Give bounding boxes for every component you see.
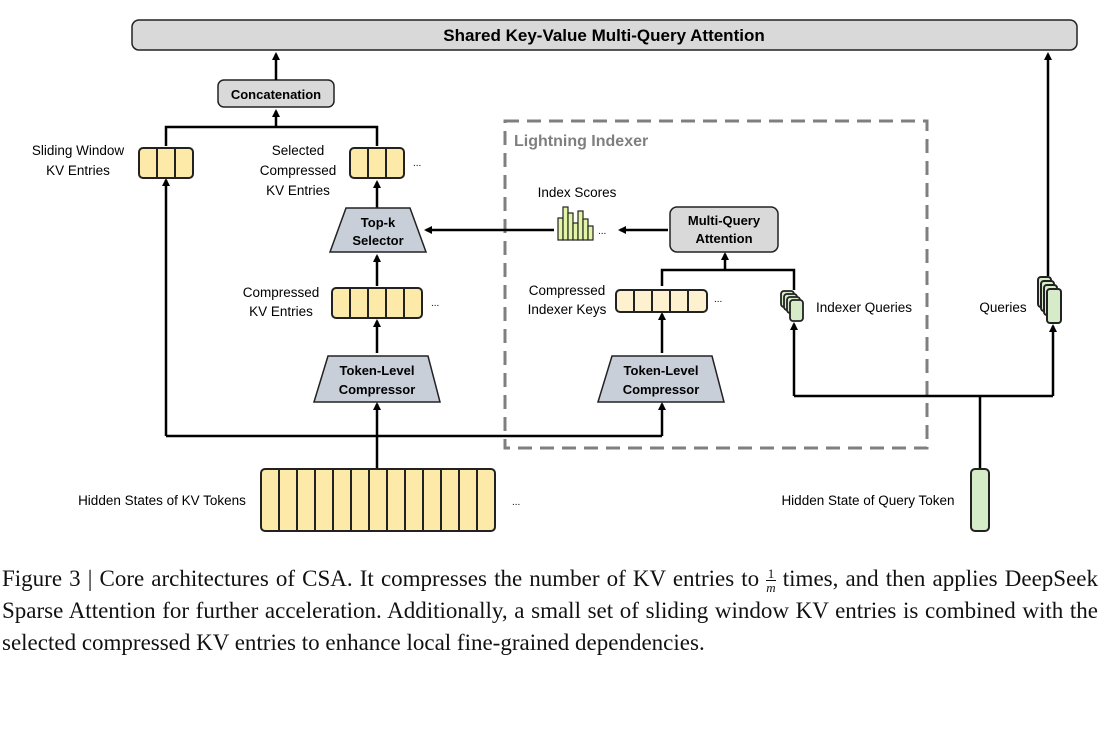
mqa-label-1: Multi-Query (688, 213, 761, 228)
indexer-queries-label: Indexer Queries (816, 300, 912, 315)
csa-architecture-diagram: Lightning Indexer Shared Key-Value Multi… (32, 19, 1078, 532)
selected-label-3: KV Entries (266, 183, 330, 198)
compressed-indexer-keys (615, 289, 708, 313)
sliding-window-kv-entries (138, 147, 194, 179)
indexer-token-compressor (596, 355, 725, 403)
indexer-keys-ellipsis: ... (714, 294, 722, 305)
sliding-window-label-2: KV Entries (46, 163, 110, 178)
compressed-kv-label-1: Compressed (243, 285, 320, 300)
hidden-state-query-label: Hidden State of Query Token (781, 493, 954, 508)
topk-label-2: Selector (352, 233, 403, 248)
topk-label-1: Top-k (361, 215, 396, 230)
topk-selector (328, 207, 428, 253)
caption-part-2: times, and then applies DeepSeek Sparse … (2, 566, 1098, 655)
queries-stack (1037, 276, 1062, 324)
kv-token-compressor (312, 355, 441, 403)
hidden-states-label: Hidden States of KV Tokens (78, 493, 246, 508)
fraction-denominator: m (766, 580, 776, 596)
index-scores-label: Index Scores (538, 185, 617, 200)
lightning-indexer-frame (503, 119, 929, 450)
kv-compressor-label-2: Compressor (339, 382, 416, 397)
indexer-queries-stack (780, 290, 804, 322)
selected-label-1: Selected (272, 143, 325, 158)
concatenation-label: Concatenation (231, 87, 321, 102)
index-scores-icon (557, 206, 594, 241)
selected-label-2: Compressed (260, 163, 337, 178)
shared-attention-box (131, 19, 1078, 51)
compressed-kv-ellipsis: ... (431, 298, 439, 309)
kv-compressor-label-1: Token-Level (340, 363, 415, 378)
indexer-compressor-label-2: Compressor (623, 382, 700, 397)
hidden-states-kv-tokens (260, 468, 496, 532)
indexer-keys-label-1: Compressed (529, 283, 606, 298)
compressed-kv-label-2: KV Entries (249, 304, 313, 319)
indexer-compressor-label-1: Token-Level (624, 363, 699, 378)
indexer-keys-label-2: Indexer Keys (528, 302, 607, 317)
fraction-numerator: 1 (766, 566, 776, 582)
selected-ellipsis: ... (413, 158, 421, 169)
hidden-state-query-token (970, 468, 990, 532)
sliding-window-label-1: Sliding Window (32, 143, 125, 158)
caption-part-1: Figure 3 | Core architectures of CSA. It… (2, 566, 767, 591)
queries-label: Queries (979, 300, 1027, 315)
compressed-kv-entries (331, 287, 423, 319)
selected-compressed-kv-entries (349, 147, 405, 179)
lightning-indexer-label: Lightning Indexer (514, 133, 648, 150)
multi-query-attention-box (669, 206, 779, 253)
index-scores-ellipsis: ... (598, 226, 606, 237)
shared-attention-label: Shared Key-Value Multi-Query Attention (443, 26, 764, 45)
hidden-states-ellipsis: ... (512, 497, 520, 508)
figure-caption: Figure 3 | Core architectures of CSA. It… (2, 563, 1098, 659)
mqa-label-2: Attention (695, 231, 752, 246)
